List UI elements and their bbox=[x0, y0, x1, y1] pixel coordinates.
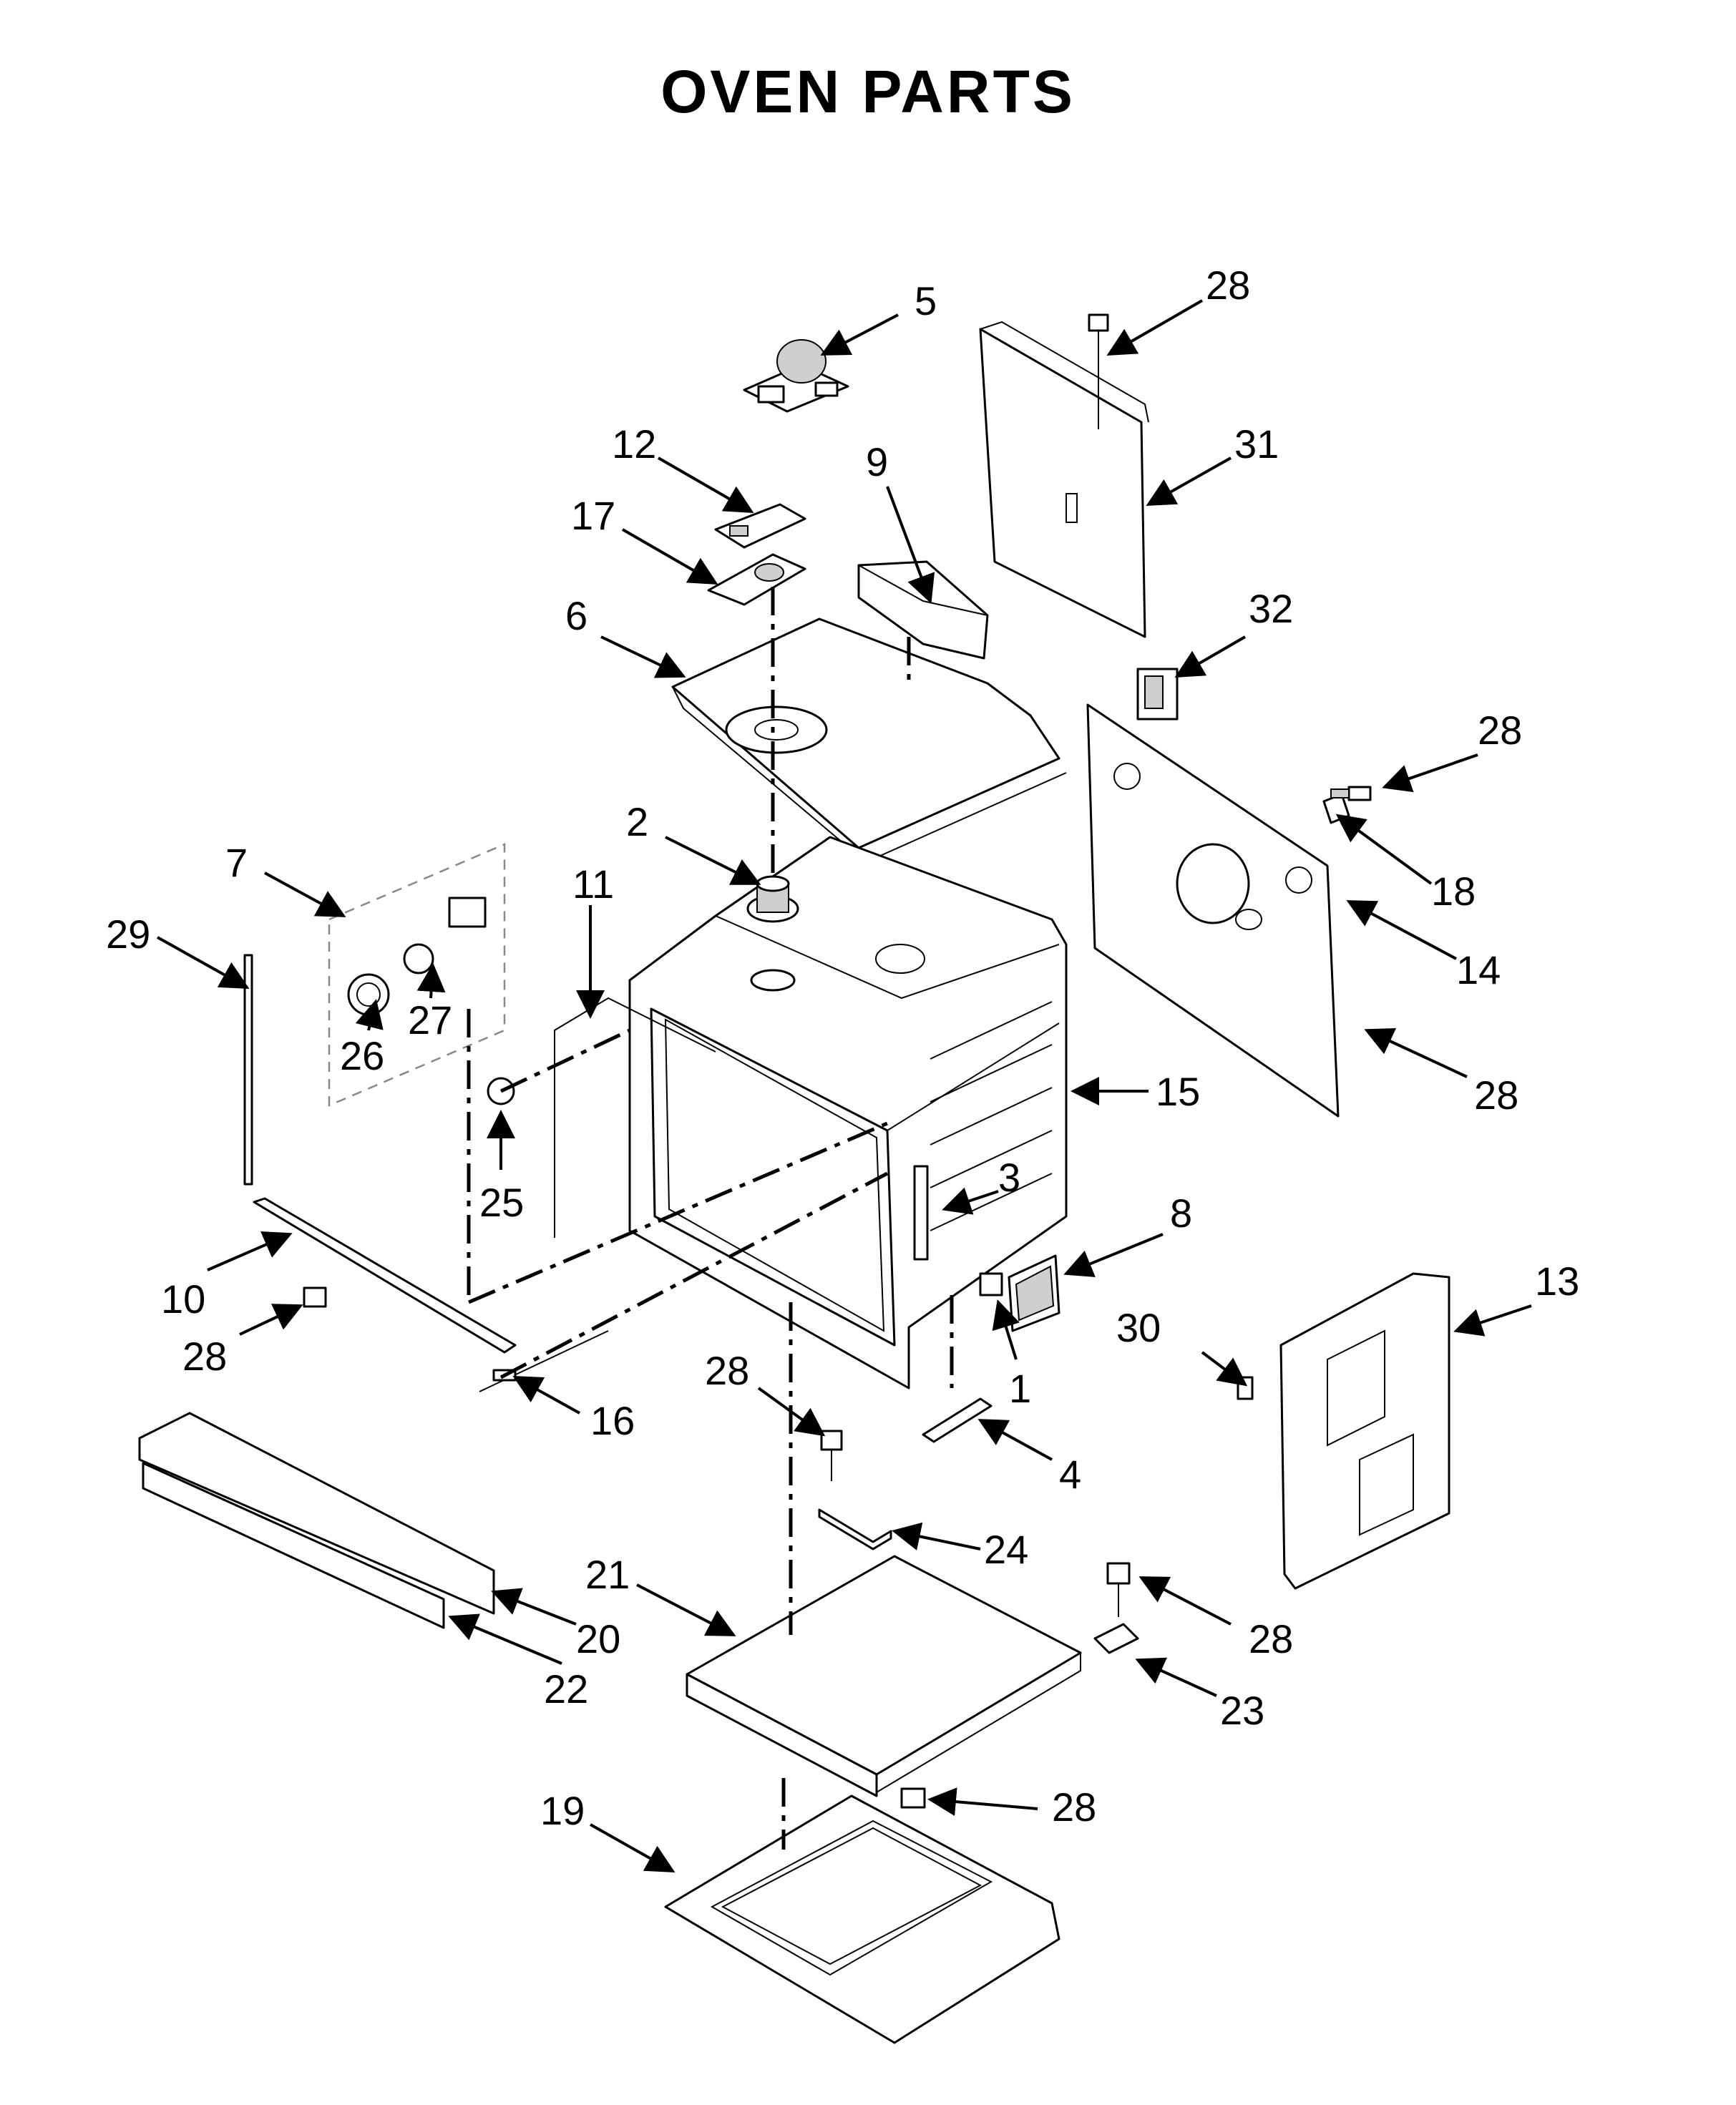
part-28-screw-a bbox=[1330, 786, 1372, 801]
callout-16: 16 bbox=[590, 1398, 635, 1443]
page-title: OVEN PARTS bbox=[660, 58, 1076, 125]
callout-28-left: 28 bbox=[182, 1334, 227, 1379]
callout-17: 17 bbox=[571, 493, 615, 538]
callout-6: 6 bbox=[565, 593, 587, 638]
callout-28-bottom: 28 bbox=[1052, 1784, 1096, 1830]
callout-23: 23 bbox=[1220, 1688, 1264, 1733]
callout-3: 3 bbox=[998, 1155, 1020, 1200]
callout-20: 20 bbox=[576, 1616, 620, 1661]
part-32-box bbox=[1136, 668, 1179, 721]
part-28-screw-top bbox=[1088, 313, 1109, 429]
part-13-side-panel bbox=[1279, 1272, 1450, 1590]
part-4-bracket bbox=[922, 1397, 993, 1443]
callout-4: 4 bbox=[1059, 1452, 1081, 1497]
callout-27: 27 bbox=[408, 997, 452, 1042]
part-20-rail bbox=[138, 1412, 495, 1615]
callout-19: 19 bbox=[540, 1788, 585, 1833]
callout-30: 30 bbox=[1116, 1305, 1161, 1350]
callout-13: 13 bbox=[1535, 1259, 1579, 1304]
callout-9: 9 bbox=[866, 439, 888, 484]
callout-32: 32 bbox=[1249, 586, 1293, 631]
part-28-screw-mid bbox=[820, 1430, 843, 1481]
part-29-strip bbox=[243, 954, 253, 1186]
part-28-screw-left bbox=[303, 1286, 327, 1308]
callout-5: 5 bbox=[915, 278, 937, 323]
part-8-vent bbox=[1008, 1254, 1060, 1332]
callout-7: 7 bbox=[225, 840, 248, 885]
callout-28-mid: 28 bbox=[705, 1348, 749, 1393]
callout-28-lower-right: 28 bbox=[1249, 1616, 1293, 1661]
callout-1: 1 bbox=[1009, 1366, 1031, 1411]
part-3-rail bbox=[913, 1165, 929, 1261]
part-28-screw-right bbox=[1106, 1562, 1131, 1617]
part-10-trim bbox=[253, 1197, 517, 1354]
callout-15: 15 bbox=[1156, 1069, 1200, 1114]
callout-28-right-lower: 28 bbox=[1474, 1073, 1518, 1118]
centerlines bbox=[467, 587, 954, 1850]
callout-28-top: 28 bbox=[1206, 263, 1250, 308]
callout-22: 22 bbox=[544, 1666, 588, 1711]
callout-24: 24 bbox=[984, 1527, 1028, 1572]
callout-25: 25 bbox=[479, 1180, 524, 1225]
callout-21: 21 bbox=[585, 1552, 630, 1597]
part-23-bracket bbox=[1093, 1623, 1139, 1654]
part-14-rear-panel bbox=[1086, 703, 1340, 1118]
part-22-trim bbox=[142, 1462, 445, 1629]
callout-31: 31 bbox=[1234, 421, 1279, 467]
callout-26: 26 bbox=[340, 1033, 384, 1078]
callout-leaders bbox=[157, 299, 1532, 1872]
callout-2: 2 bbox=[626, 799, 648, 844]
part-28-screw-bottom bbox=[900, 1787, 926, 1809]
callout-28-right-upper: 28 bbox=[1478, 708, 1522, 753]
part-17-bracket bbox=[707, 553, 806, 606]
callout-29: 29 bbox=[106, 912, 150, 957]
callout-12: 12 bbox=[612, 421, 656, 467]
callout-8: 8 bbox=[1170, 1191, 1192, 1236]
part-21-bottom-panel bbox=[686, 1555, 1082, 1797]
callout-14: 14 bbox=[1456, 947, 1501, 992]
part-19-floor bbox=[664, 1794, 1060, 2044]
part-12-bracket bbox=[714, 503, 806, 549]
part-24-bracket bbox=[818, 1508, 892, 1550]
callout-11: 11 bbox=[572, 861, 614, 907]
callout-18: 18 bbox=[1431, 869, 1476, 914]
part-6-top-panel bbox=[671, 617, 1067, 864]
part-31-rear-panel bbox=[979, 321, 1149, 638]
part-1-screw bbox=[979, 1272, 1003, 1296]
part-5-motor bbox=[743, 339, 849, 413]
part-2-fan bbox=[746, 875, 799, 923]
callout-labels: 5 28 12 9 31 17 6 32 28 18 2 14 7 11 29 … bbox=[106, 263, 1579, 1833]
callout-10: 10 bbox=[161, 1276, 205, 1322]
